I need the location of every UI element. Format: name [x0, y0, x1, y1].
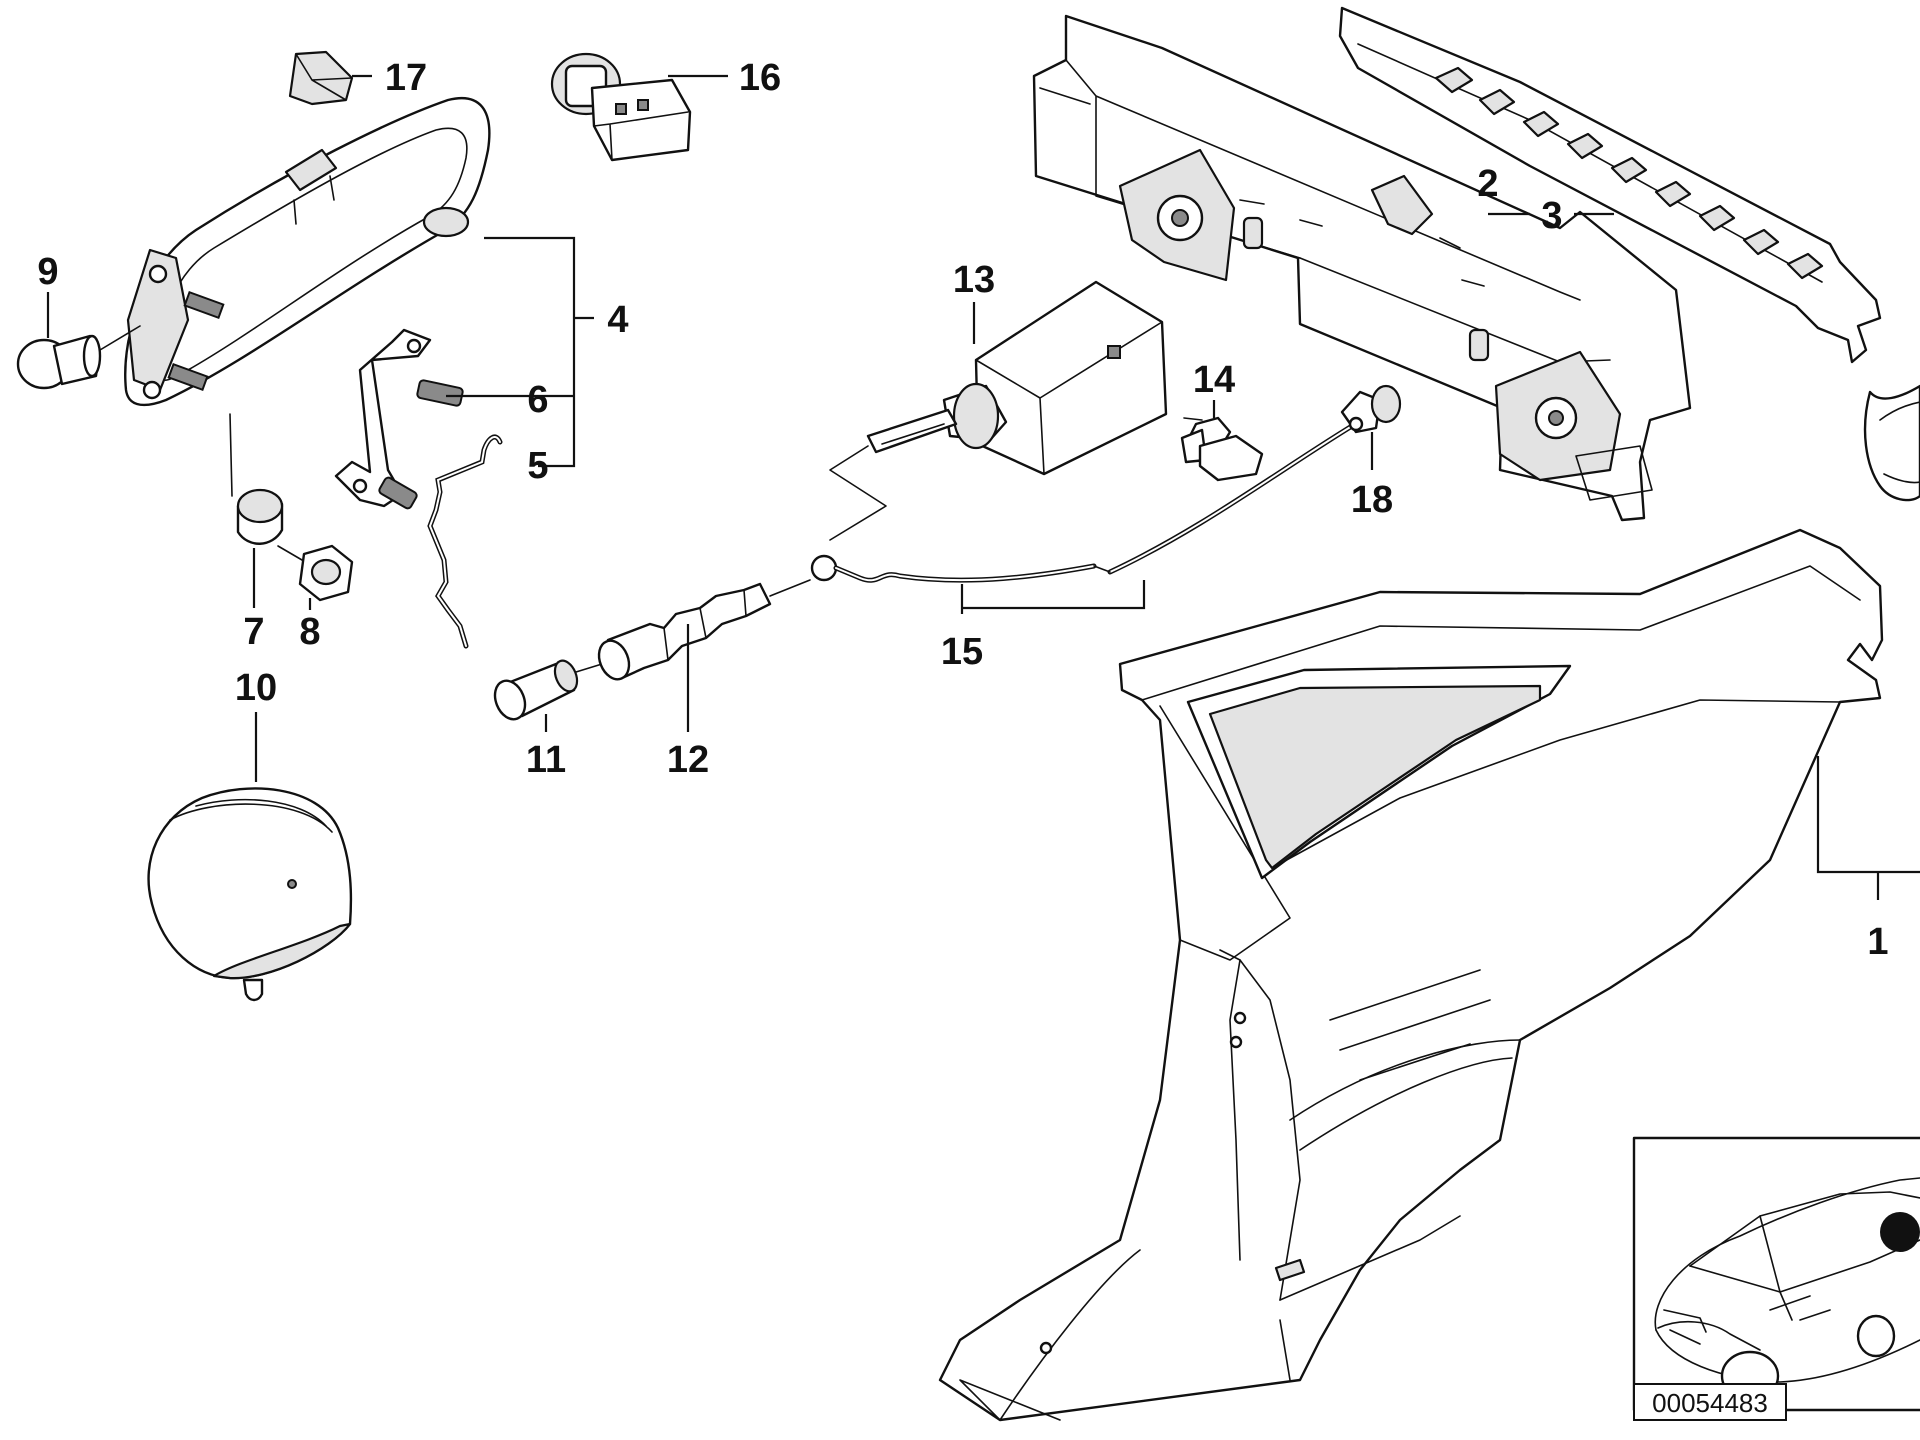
- part-16-connector[interactable]: [550, 52, 692, 162]
- part-8-nut[interactable]: [277, 544, 354, 602]
- part-13-actuator[interactable]: [866, 280, 1168, 476]
- part-15-cable[interactable]: [810, 423, 1355, 583]
- callout-17: 17: [385, 57, 427, 99]
- callout-11: 11: [526, 739, 566, 781]
- part-3-reinforcement[interactable]: [1338, 6, 1882, 364]
- callout-6: 6: [527, 379, 548, 421]
- callout-9: 9: [37, 251, 58, 293]
- callout-labels: 1 2 3 4 5 6 7 8 9 10 11 12 13 14 15 16 1…: [37, 57, 1888, 963]
- callout-13: 13: [953, 259, 995, 301]
- callout-7: 7: [243, 611, 264, 653]
- part-12-actuating-pin[interactable]: [594, 579, 811, 684]
- callout-15: 15: [941, 631, 983, 673]
- part-2-rear-panel[interactable]: [1032, 14, 1692, 522]
- callout-16: 16: [739, 57, 781, 99]
- part-7-grommet[interactable]: [229, 413, 284, 545]
- callout-2: 2: [1477, 163, 1498, 205]
- diagram-code-box: 00054483: [1633, 1383, 1787, 1421]
- part-10-fuel-cap[interactable]: [147, 787, 353, 1002]
- callout-14: 14: [1193, 359, 1235, 401]
- part-17-clip[interactable]: [288, 50, 354, 106]
- callout-8: 8: [299, 611, 320, 653]
- callout-3: 3: [1541, 195, 1562, 237]
- callout-5: 5: [527, 445, 548, 487]
- partial-part-right-edge: [1863, 384, 1920, 502]
- part-18-release-cable[interactable]: [1340, 384, 1402, 434]
- callout-1: 1: [1867, 921, 1888, 963]
- part-5-spring[interactable]: [427, 434, 503, 649]
- part-4-filler-flap[interactable]: [124, 97, 491, 407]
- part-6-hinge[interactable]: [334, 328, 464, 510]
- callout-4: 4: [607, 299, 628, 341]
- callout-12: 12: [667, 739, 709, 781]
- leader-lines: [46, 74, 1920, 900]
- part-1-side-panel[interactable]: [938, 528, 1884, 1422]
- callout-10: 10: [235, 667, 277, 709]
- locator-dot-icon: [1880, 1212, 1920, 1252]
- locator-box: [1632, 1136, 1920, 1412]
- part-9-rivet[interactable]: [16, 325, 141, 390]
- diagram-code: 00054483: [1652, 1388, 1768, 1418]
- part-14-bolt[interactable]: [1180, 416, 1264, 482]
- part-11-bushing[interactable]: [490, 657, 603, 723]
- callout-18: 18: [1351, 479, 1393, 521]
